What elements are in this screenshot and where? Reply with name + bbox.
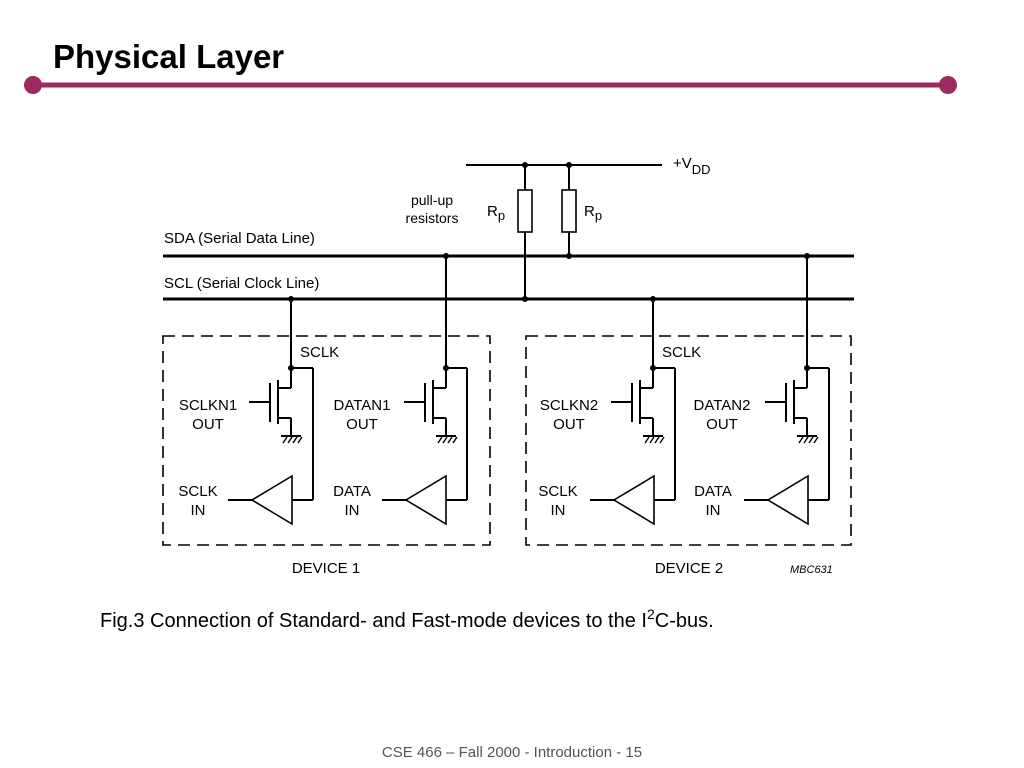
device-1-box	[162, 335, 491, 546]
device-2-clock-transistor	[611, 368, 663, 437]
device-2-box	[525, 335, 852, 546]
device-1-data-out-label-2: OUT	[346, 416, 378, 433]
sda-label: SDA (Serial Data Line)	[164, 230, 315, 247]
figure-ref-code: MBC631	[790, 564, 833, 576]
device-1-data-in-label-2: IN	[345, 502, 360, 519]
device-1-clk-in-label-2: IN	[191, 502, 206, 519]
slide-title: Physical Layer	[53, 38, 285, 75]
device-2-data-in-label-2: IN	[706, 502, 721, 519]
device-2-clk-in-label-1: SCLK	[538, 483, 577, 500]
resistor-label-a: Rp	[487, 203, 505, 223]
device-2-clk-out-label-2: OUT	[553, 416, 585, 433]
device-2-name: DEVICE 2	[655, 560, 723, 577]
device-2-data-out-label-2: OUT	[706, 416, 738, 433]
device-2-data-in-label-1: DATA	[694, 483, 732, 500]
device-2-data-out-label-1: DATAN2	[694, 397, 751, 414]
device-1-sclk-label: SCLK	[300, 344, 339, 361]
device-1-clk-in-label-1: SCLK	[178, 483, 217, 500]
device-1-clock-transistor	[249, 368, 301, 437]
device-2-clk-out-label-1: SCLKN2	[540, 397, 598, 414]
device-1-data-in-label-1: DATA	[333, 483, 371, 500]
device-1-clk-out-label-2: OUT	[192, 416, 224, 433]
pullup-resistor-scl	[517, 189, 533, 233]
resistor-label-b: Rp	[584, 203, 602, 223]
device-1-name: DEVICE 1	[292, 560, 360, 577]
pullup-resistor-sda	[561, 189, 577, 233]
rule-dot-left	[24, 76, 42, 94]
slide-footer: CSE 466 – Fall 2000 - Introduction - 15	[381, 744, 643, 761]
device-1-data-out-label-1: DATAN1	[334, 397, 391, 414]
figure-caption: Fig.3 Connection of Standard- and Fast-m…	[100, 606, 714, 632]
device-2-data-transistor	[765, 368, 817, 437]
scl-label: SCL (Serial Clock Line)	[164, 275, 319, 292]
device-1-clk-out-label-1: SCLKN1	[179, 397, 237, 414]
rule-dot-right	[939, 76, 957, 94]
device-2-sclk-label: SCLK	[662, 344, 701, 361]
device-1-data-buffer	[404, 474, 447, 526]
device-1-data-transistor	[404, 368, 456, 437]
device-2-data-buffer	[766, 474, 809, 526]
i2c-circuit-diagram: +VDD pull-up resistors Rp Rp SDA (Serial…	[100, 155, 854, 632]
device-2-clock-buffer	[612, 474, 655, 526]
device-1-clock-buffer	[250, 474, 293, 526]
vdd-label: +VDD	[673, 155, 711, 177]
title-underline	[24, 76, 957, 94]
pullup-label-line2: resistors	[406, 210, 459, 226]
pullup-label-line1: pull-up	[411, 192, 453, 208]
device-2-clk-in-label-2: IN	[551, 502, 566, 519]
